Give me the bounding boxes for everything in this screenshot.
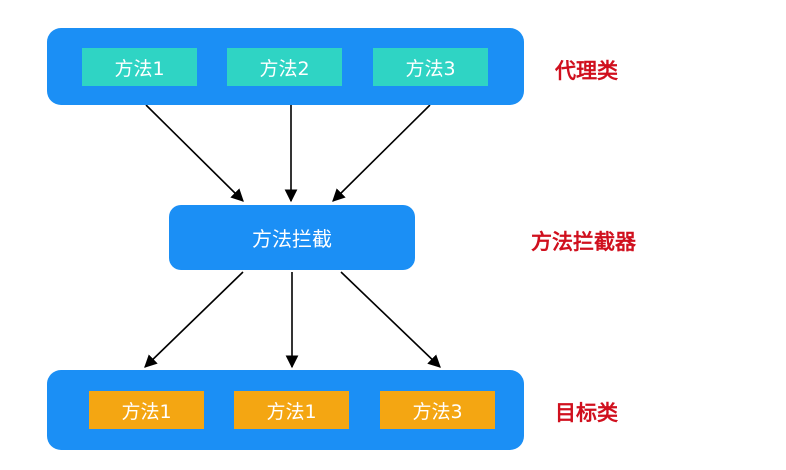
proxy-method-2: 方法2 (227, 48, 342, 86)
target-class-label: 目标类 (555, 401, 618, 425)
proxy-method-1: 方法1 (82, 48, 197, 86)
arrow-proxy-3-to-interceptor (332, 104, 431, 202)
interceptor-label: 方法拦截器 (531, 230, 636, 254)
proxy-class-label: 代理类 (555, 59, 618, 83)
arrow-interceptor-to-target-3 (340, 271, 441, 368)
proxy-method-3: 方法3 (373, 48, 488, 86)
arrow-proxy-1-to-interceptor (145, 104, 244, 202)
arrow-interceptor-to-target-1 (144, 271, 244, 368)
target-method-2: 方法1 (234, 391, 349, 429)
proxy-class-box: 方法1 方法2 方法3 (47, 28, 524, 105)
target-method-1: 方法1 (89, 391, 204, 429)
target-class-box: 方法1 方法1 方法3 (47, 370, 524, 450)
method-interceptor-box: 方法拦截 (169, 205, 415, 270)
target-method-3: 方法3 (380, 391, 495, 429)
